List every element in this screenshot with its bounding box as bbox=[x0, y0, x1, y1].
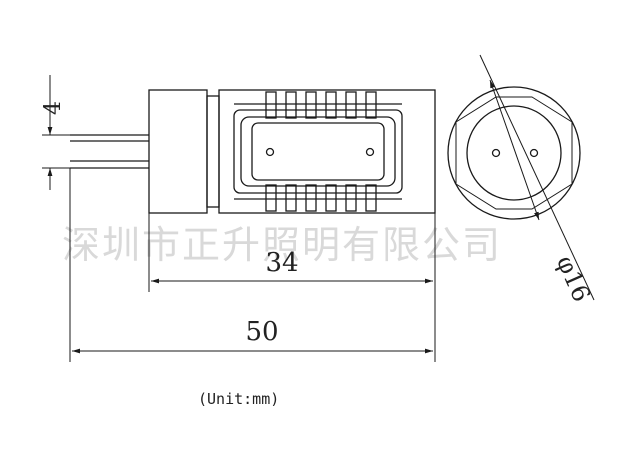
body-length-label: 34 bbox=[265, 248, 298, 278]
lamp-body bbox=[218, 89, 436, 214]
dimension-diameter bbox=[479, 54, 595, 301]
front-view bbox=[447, 86, 581, 220]
bi-pin-contacts bbox=[70, 134, 149, 169]
heatsink-fins-bottom bbox=[265, 184, 377, 212]
dimension-overall-length bbox=[69, 168, 433, 362]
diameter-label: φ16 bbox=[551, 251, 596, 306]
overall-length-label: 50 bbox=[245, 317, 278, 347]
unit-note: (Unit:mm) bbox=[198, 390, 279, 408]
heatsink-fins-top bbox=[265, 91, 377, 119]
watermark-text: 深圳市正升照明有限公司 bbox=[62, 223, 502, 267]
pin-spacing-label: 4 bbox=[41, 101, 66, 115]
dimension-body-length bbox=[148, 213, 436, 362]
lamp-base bbox=[148, 89, 220, 214]
dimension-pin-spacing bbox=[42, 75, 70, 190]
